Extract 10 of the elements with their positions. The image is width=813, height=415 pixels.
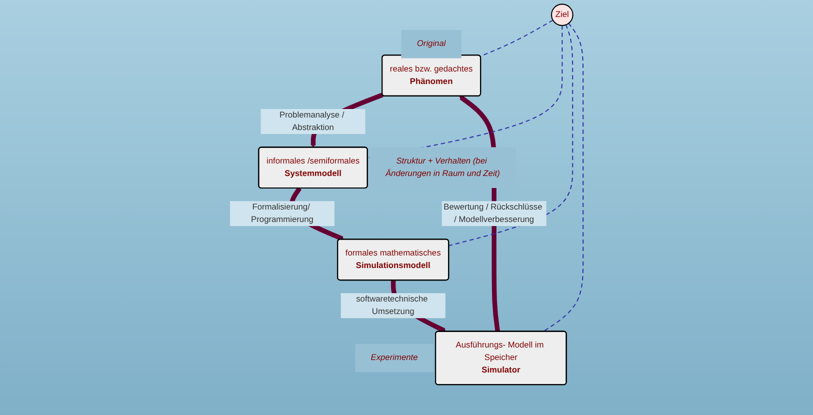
edge-label: softwaretechnische Umsetzung xyxy=(356,294,428,316)
node-label: Struktur + Verhalten (bei Änderungen in Raum und Zeit) xyxy=(385,156,500,178)
node-label: Original xyxy=(416,39,446,48)
edge-label: Bewertung / Rückschlüsse / Modellverbesserung xyxy=(444,202,542,224)
node-label: Experimente xyxy=(370,353,418,362)
connector xyxy=(542,22,584,332)
connector xyxy=(448,24,574,246)
edge-label: Formalisierung/ Programmierung xyxy=(251,202,314,224)
edge-label: Problemanalyse / Abstraktion xyxy=(280,110,344,132)
node-circle: Ziel xyxy=(550,4,574,26)
